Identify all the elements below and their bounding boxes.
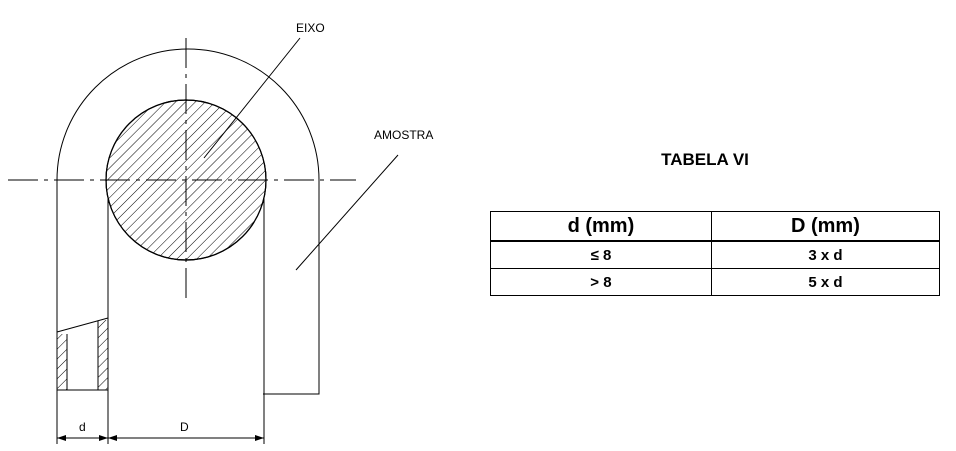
- sample-cut-section: [56, 317, 109, 391]
- eixo-leader: [203, 37, 301, 159]
- table-header-row: d (mm) D (mm): [490, 211, 941, 242]
- amostra-leader: [295, 154, 399, 271]
- leader-lines: [203, 37, 399, 271]
- cell-d-row1: ≤ 8: [490, 240, 712, 269]
- diameter-table: d (mm) D (mm) ≤ 8 3 x d > 8 5 x d: [490, 211, 941, 296]
- cell-D-row2: 5 x d: [710, 268, 941, 296]
- table-row: > 8 5 x d: [490, 268, 941, 296]
- amostra-label: AMOSTRA: [374, 128, 433, 142]
- arrow-d-left: [57, 435, 66, 441]
- header-d: d (mm): [490, 211, 712, 242]
- arrow-d-right: [99, 435, 108, 441]
- dimension-d-label: d: [79, 420, 86, 434]
- arrow-D-right: [255, 435, 264, 441]
- cell-D-row1: 3 x d: [710, 240, 941, 269]
- header-D: D (mm): [710, 211, 941, 242]
- table-title: TABELA VI: [661, 150, 749, 169]
- cell-d-row2: > 8: [490, 268, 712, 296]
- dimension-D-label: D: [180, 420, 189, 434]
- center-lines: [8, 38, 356, 300]
- eixo-label: EIXO: [296, 21, 325, 35]
- table-row: ≤ 8 3 x d: [490, 240, 941, 269]
- arrow-D-left: [108, 435, 117, 441]
- dimension-lines: [56, 394, 265, 444]
